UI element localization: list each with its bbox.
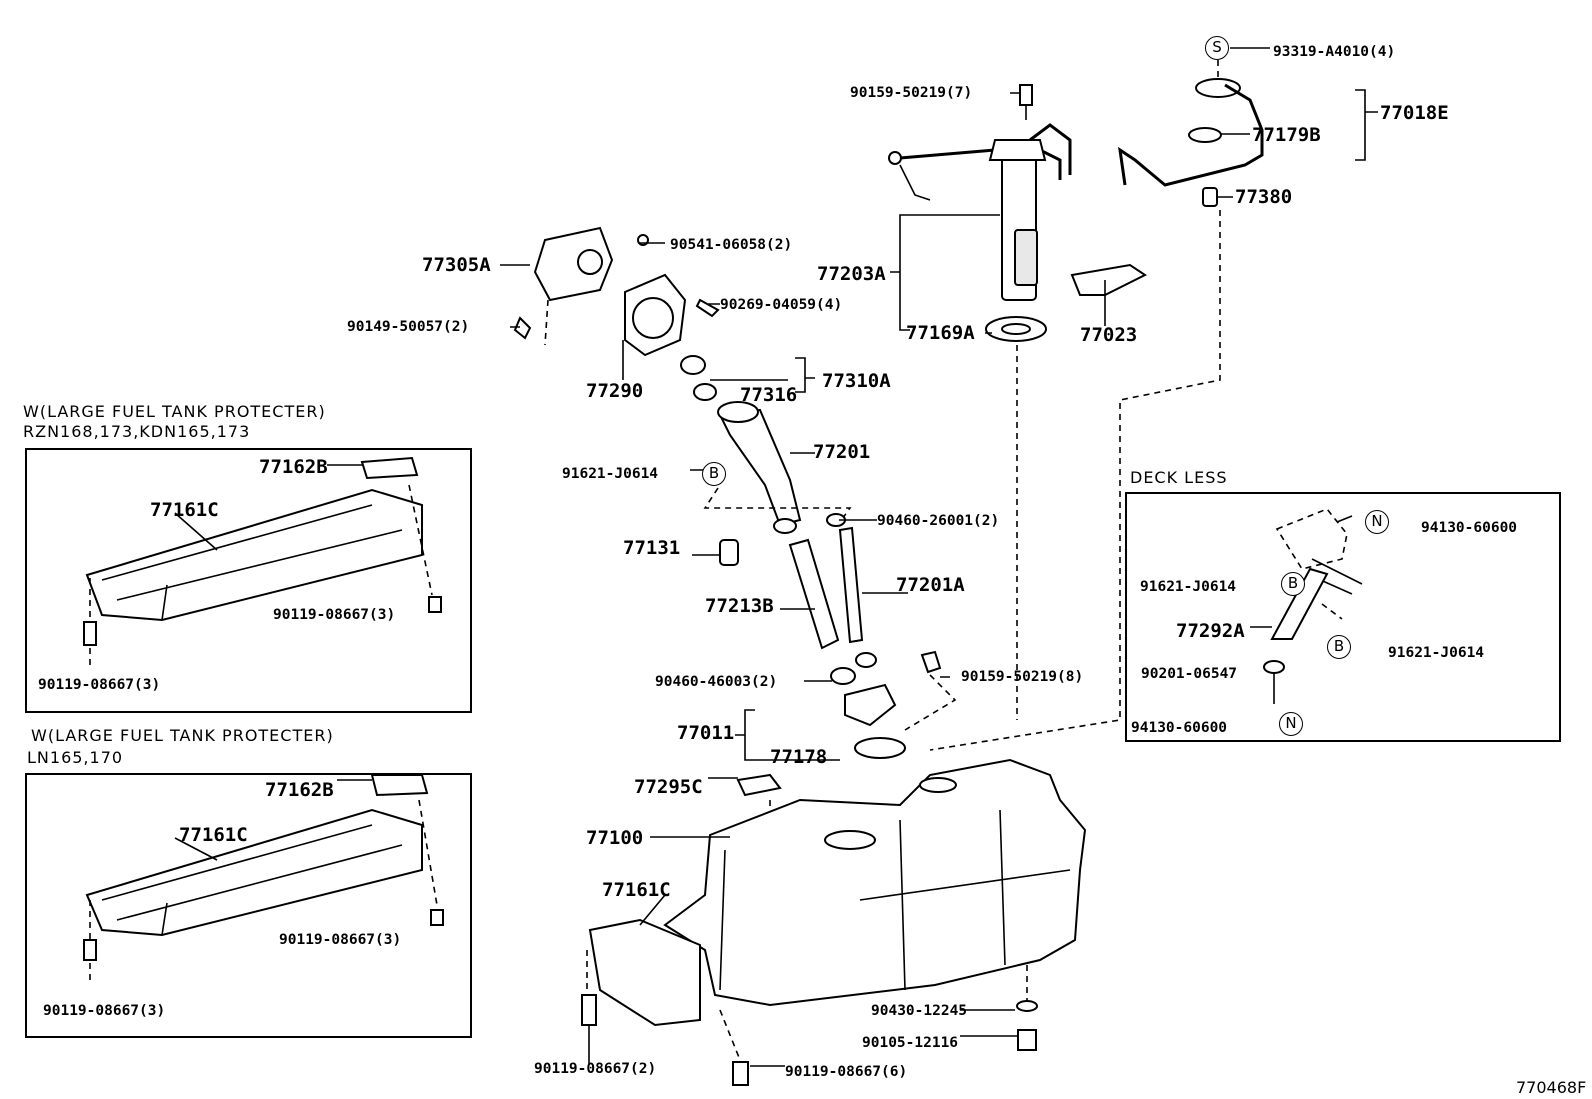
label-77213B: 77213B [705, 595, 774, 617]
label-90105: 90105-12116 [862, 1035, 959, 1051]
inset1-label-bracket: 77162B [259, 456, 328, 478]
grommet [680, 355, 706, 375]
label-77131: 77131 [623, 537, 681, 559]
inset2-label-bolt-right: 90119-08667(3) [279, 932, 402, 948]
inset2-label-bolt-left: 90119-08667(3) [43, 1003, 166, 1019]
inset1-label-protector: 77161C [150, 499, 219, 521]
inset-deck-less [1125, 492, 1561, 742]
inset3-label-nut-bottom: 94130-60600 [1131, 720, 1228, 736]
label-90119-2: 90119-08667(2) [534, 1061, 657, 1077]
label-90460-26001: 90460-26001(2) [877, 513, 1000, 529]
inset2-label-bracket: 77162B [265, 779, 334, 801]
inset1-label-bolt-left: 90119-08667(3) [38, 677, 161, 693]
vent-tube-assembly [1118, 46, 1264, 207]
label-77310A: 77310A [822, 370, 891, 392]
clamp-symbol: B [702, 462, 726, 486]
nut-symbol-bottom: N [1279, 712, 1303, 736]
inset2-header-line2: LN165,170 [27, 748, 124, 767]
nut-symbol-top: N [1365, 510, 1389, 534]
fuel-pump-assembly [888, 123, 1072, 301]
filler-door [533, 226, 614, 302]
inset1-header-line2: RZN168,173,KDN165,173 [23, 422, 251, 441]
inset3-label-clamp-right: 91621-J0614 [1388, 645, 1485, 661]
label-90460-46003: 90460-46003(2) [655, 674, 778, 690]
screw-symbol: S [1205, 36, 1229, 60]
label-77290: 77290 [586, 380, 644, 402]
inset2-header-line1: W(LARGE FUEL TANK PROTECTER) [31, 726, 334, 745]
label-77201: 77201 [813, 441, 871, 463]
inset1-header-line1: W(LARGE FUEL TANK PROTECTER) [23, 402, 326, 421]
label-90541: 90541-06058(2) [670, 237, 793, 253]
breather-plate [844, 683, 897, 727]
fuel-tank [663, 758, 1087, 1007]
label-77011: 77011 [677, 722, 735, 744]
pump-bracket-77023 [1070, 263, 1147, 296]
label-93319: 93319-A4010(4) [1273, 44, 1396, 60]
inset3-label-bracket: 77292A [1176, 620, 1245, 642]
hose-77213B [788, 538, 840, 650]
label-90159-bot: 90159-50219(8) [961, 669, 1084, 685]
label-77178: 77178 [770, 746, 828, 768]
label-90149: 90149-50057(2) [347, 319, 470, 335]
inset1-label-bolt-right: 90119-08667(3) [273, 607, 396, 623]
label-77295C: 77295C [634, 776, 703, 798]
clip-77295C [736, 773, 782, 797]
label-77169A: 77169A [906, 322, 975, 344]
label-77100: 77100 [586, 827, 644, 849]
label-90430: 90430-12245 [871, 1003, 968, 1019]
label-90119-6: 90119-08667(6) [785, 1064, 908, 1080]
label-90159-top: 90159-50219(7) [850, 85, 973, 101]
inset3-label-nut-top: 94130-60600 [1421, 520, 1518, 536]
clamp-symbol-left: B [1281, 572, 1305, 596]
inset3-label-clamp-left: 91621-J0614 [1140, 579, 1237, 595]
figure-reference: 770468F [1516, 1078, 1587, 1097]
hose-77201A [838, 526, 864, 644]
clamp-symbol-right: B [1327, 635, 1351, 659]
pump-gasket [985, 316, 1047, 342]
label-77305A: 77305A [422, 254, 491, 276]
label-77161C: 77161C [602, 879, 671, 901]
inset-ln [25, 773, 472, 1038]
inset-rzn-kdn [25, 448, 472, 713]
label-77201A: 77201A [896, 574, 965, 596]
label-77316: 77316 [740, 384, 798, 406]
label-77023: 77023 [1080, 324, 1138, 346]
label-77179B: 77179B [1252, 124, 1321, 146]
label-77203A: 77203A [817, 263, 886, 285]
label-90269: 90269-04059(4) [720, 297, 843, 313]
tank-protector-bottom [588, 918, 701, 1027]
label-77380: 77380 [1235, 186, 1293, 208]
label-77018E: 77018E [1380, 102, 1449, 124]
inset3-label-washer: 90201-06547 [1141, 666, 1238, 682]
inset3-header: DECK LESS [1130, 468, 1228, 487]
inset2-label-protector: 77161C [179, 824, 248, 846]
label-91621: 91621-J0614 [562, 466, 659, 482]
